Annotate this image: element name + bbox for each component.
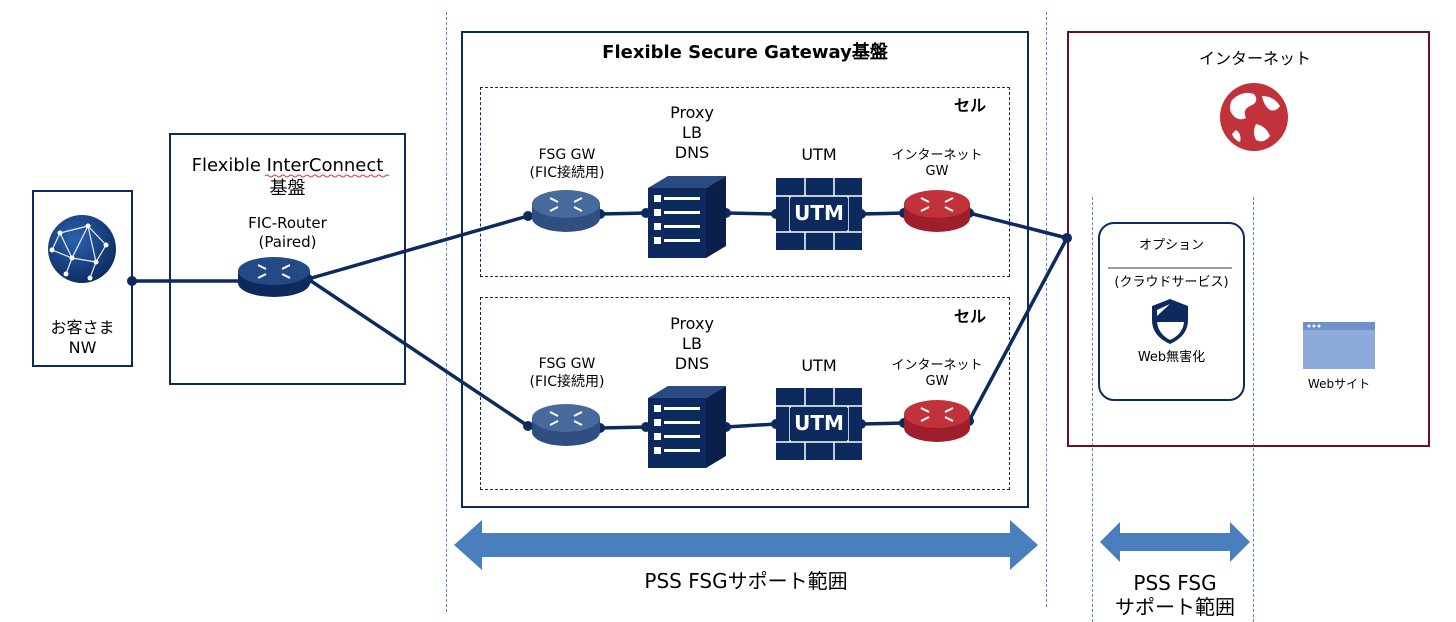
shield-icon [1152, 299, 1188, 344]
support-range-label-small: PSS FSG サポート範囲 [1095, 571, 1255, 619]
website-window-icon [1303, 322, 1375, 369]
internet-title: インターネット [1198, 49, 1311, 68]
proxy-label-2-line3: DNS [674, 354, 710, 373]
support-range-arrow-main [454, 520, 1038, 570]
proxy-label-1-line1: Proxy [670, 103, 714, 122]
fsg-gw-label-2: FSG GW (FIC接続用) [512, 356, 622, 391]
proxy-label-2-line2: LB [682, 334, 702, 353]
fic-platform-box [169, 133, 406, 385]
spellcheck-underline [264, 174, 390, 178]
fsg-gw-label-1-line1: FSG GW [538, 147, 596, 163]
fic-router-line1: FIC-Router [248, 214, 327, 232]
support-boundary-left [446, 12, 447, 612]
fsg-gw-router-icon-1 [532, 190, 600, 232]
support-boundary-mid [1046, 12, 1047, 607]
connection-lines [132, 211, 1069, 430]
customer-network-label: お客さま NW [32, 318, 133, 358]
proxy-label-1-line2: LB [682, 123, 702, 142]
option-boundary-right [1253, 197, 1254, 622]
network-globe-icon [48, 215, 116, 283]
internet-gw-label-1-line1: インターネット [891, 148, 983, 163]
support-small-line1: PSS FSG [1133, 571, 1217, 595]
internet-gw-label-2: インターネット GW [880, 358, 994, 391]
website-label: Webサイト [1307, 377, 1371, 391]
fsg-platform-box [461, 31, 1029, 508]
support-small-line2: サポート範囲 [1115, 595, 1235, 619]
proxy-label-2: Proxy LB DNS [652, 314, 732, 374]
internet-gw-label-1-line2: GW [925, 164, 949, 180]
fic-title-line2: 基盤 [269, 177, 306, 199]
option-item-label: Web無害化 [1137, 350, 1206, 365]
internet-globe-icon [1220, 83, 1288, 151]
fsg-gw-label-1: FSG GW (FIC接続用) [512, 147, 622, 182]
fsg-gw-label-2-line1: FSG GW [538, 356, 596, 372]
fic-platform-title: Flexible InterConnect 基盤 [169, 155, 406, 200]
fsg-platform-title: Flexible Secure Gateway基盤 [602, 42, 888, 63]
option-title: オプション [1138, 238, 1204, 253]
option-box [1098, 222, 1245, 401]
customer-label-line2: NW [68, 338, 97, 357]
cell-label-2: セル [953, 307, 986, 326]
proxy-label-1: Proxy LB DNS [652, 103, 732, 163]
proxy-label-1-line3: DNS [674, 143, 710, 162]
fsg-gw-label-1-line2: (FIC接続用) [529, 164, 605, 181]
internet-gw-router-icon-1 [904, 190, 970, 232]
internet-gw-label-2-line2: GW [925, 374, 949, 390]
option-subtitle: (クラウドサービス) [1114, 275, 1229, 290]
option-boundary-left [1092, 197, 1093, 622]
fic-title-line1: Flexible InterConnect [191, 155, 384, 176]
utm-label-1: UTM [801, 145, 837, 164]
fsg-gw-label-2-line2: (FIC接続用) [529, 373, 605, 390]
proxy-server-icon-2 [648, 386, 726, 468]
utm-firewall-icon-1 [776, 178, 862, 250]
fic-router-icon [238, 257, 310, 297]
utm-firewall-icon-2 [776, 388, 862, 460]
fic-router-line2: (Paired) [258, 232, 317, 251]
internet-gw-label-1: インターネット GW [880, 148, 994, 181]
proxy-server-icon-1 [648, 176, 726, 258]
fic-router-label: FIC-Router (Paired) [169, 214, 406, 252]
fsg-gw-router-icon-2 [532, 404, 600, 446]
support-range-label-main: PSS FSGサポート範囲 [644, 569, 848, 593]
support-range-arrow-small [1100, 522, 1250, 562]
cell-box-1 [480, 87, 1010, 277]
cell-label-1: セル [953, 96, 986, 115]
internet-gw-router-icon-2 [904, 400, 970, 442]
internet-gw-label-2-line1: インターネット [891, 358, 983, 373]
utm-box-text-1: UTM [794, 201, 844, 225]
customer-label-line1: お客さま [50, 318, 115, 337]
utm-box-text-2: UTM [794, 411, 844, 435]
proxy-label-2-line1: Proxy [670, 314, 714, 333]
utm-label-2: UTM [801, 356, 837, 375]
